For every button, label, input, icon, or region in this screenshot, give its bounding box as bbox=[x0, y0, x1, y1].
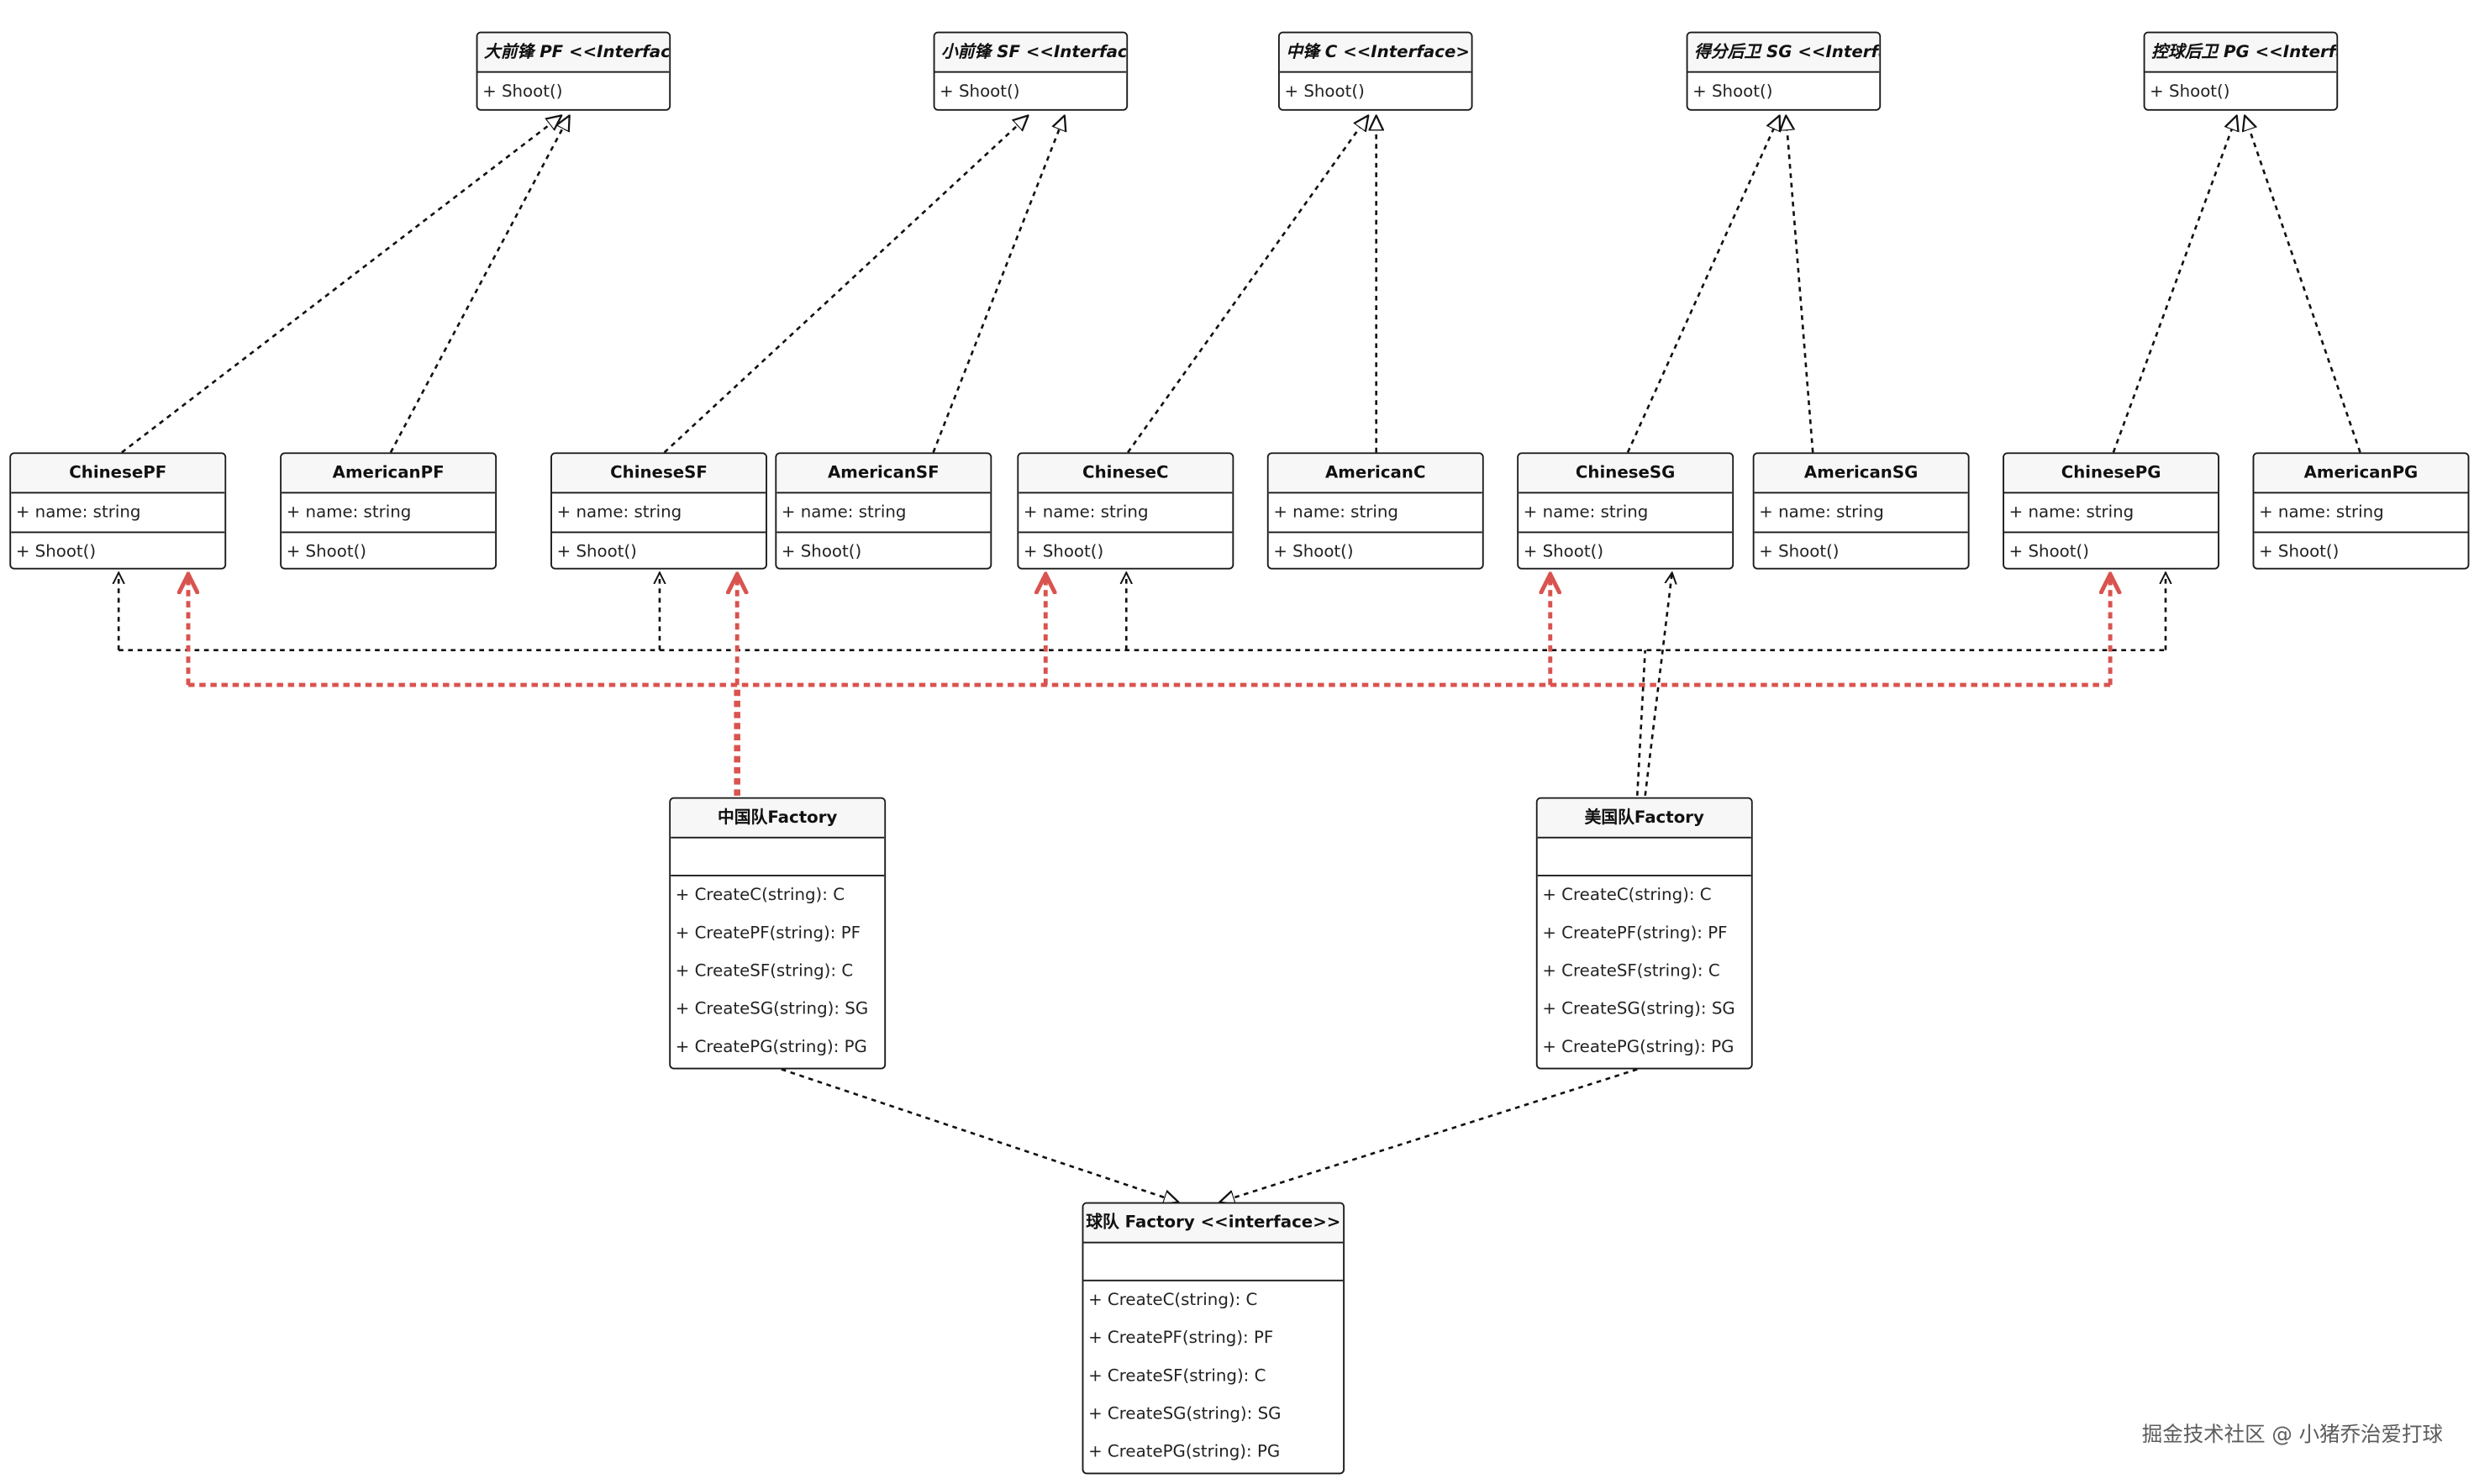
class-chinesepf[interactable]: ChinesePF + name: string + Shoot() bbox=[9, 452, 227, 570]
class-name: AmericanPF bbox=[282, 454, 496, 494]
class-name: 控球后卫 PG <<Interface>> bbox=[2145, 33, 2337, 73]
interface-sg[interactable]: 得分后卫 SG <<Interface>> + Shoot() bbox=[1686, 31, 1882, 111]
class-name: 小前锋 SF <<Interface>> bbox=[934, 33, 1127, 73]
realization-china-factory bbox=[781, 1068, 1178, 1202]
method: + CreateC(string): C bbox=[675, 886, 845, 905]
class-name: ChineseSG bbox=[1519, 454, 1733, 494]
class-americanc[interactable]: AmericanC + name: string + Shoot() bbox=[1266, 452, 1484, 570]
method: + Shoot() bbox=[940, 82, 1020, 102]
attributes-empty bbox=[1083, 1244, 1344, 1281]
method: + CreateSF(string): C bbox=[1542, 961, 1720, 981]
realization-chinesepf bbox=[121, 115, 561, 454]
realization-chinesesf bbox=[663, 115, 1029, 454]
method: + Shoot() bbox=[15, 542, 97, 562]
watermark: 掘金技术社区 @ 小猪乔治爱打球 bbox=[2141, 1423, 2443, 1448]
method: + CreateC(string): C bbox=[1542, 886, 1712, 905]
class-name: 中锋 C <<Interface>> bbox=[1279, 33, 1471, 73]
method: + Shoot() bbox=[1023, 542, 1104, 562]
class-name: 美国队Factory bbox=[1537, 798, 1751, 839]
attribute: + name: string bbox=[1759, 503, 1884, 523]
class-name: ChinesePF bbox=[11, 454, 225, 494]
attributes-empty bbox=[671, 839, 885, 876]
interface-pg[interactable]: 控球后卫 PG <<Interface>> + Shoot() bbox=[2143, 31, 2339, 111]
class-name: AmericanC bbox=[1268, 454, 1482, 494]
class-chinesesf[interactable]: ChineseSF + name: string + Shoot() bbox=[550, 452, 767, 570]
class-name: 大前锋 PF <<Interface>> bbox=[477, 33, 670, 73]
method: + Shoot() bbox=[1692, 82, 1773, 102]
realization-americanpf bbox=[389, 115, 570, 453]
method: + Shoot() bbox=[1284, 82, 1365, 102]
class-name: 得分后卫 SG <<Interface>> bbox=[1687, 33, 1880, 73]
attribute: + name: string bbox=[2008, 503, 2134, 523]
class-name: 球队 Factory <<interface>> bbox=[1083, 1203, 1344, 1244]
method: + Shoot() bbox=[1273, 542, 1354, 562]
method: + CreatePG(string): PG bbox=[1088, 1442, 1281, 1462]
method: + Shoot() bbox=[1523, 542, 1604, 562]
realization-usa-factory bbox=[1219, 1068, 1638, 1202]
attribute: + name: string bbox=[556, 503, 682, 523]
class-chinesec[interactable]: ChineseC + name: string + Shoot() bbox=[1017, 452, 1234, 570]
dependency-usa-to-bus bbox=[1635, 650, 1647, 796]
method: + CreateSF(string): C bbox=[675, 961, 854, 981]
method: + CreateC(string): C bbox=[1088, 1291, 1258, 1310]
method: + CreatePG(string): PG bbox=[1542, 1037, 1734, 1057]
class-name: ChineseSF bbox=[551, 454, 766, 494]
dependency-chinesesg bbox=[1644, 572, 1672, 797]
attributes-empty bbox=[1537, 839, 1751, 876]
attribute: + name: string bbox=[286, 503, 412, 523]
class-americansf[interactable]: AmericanSF + name: string + Shoot() bbox=[775, 452, 992, 570]
method: + CreatePF(string): PF bbox=[1088, 1329, 1274, 1348]
attribute: + name: string bbox=[15, 503, 141, 523]
realization-americanpg bbox=[2245, 115, 2361, 453]
attribute: + name: string bbox=[1273, 503, 1398, 523]
class-name: ChineseC bbox=[1019, 454, 1233, 494]
method: + Shoot() bbox=[2008, 542, 2089, 562]
attribute: + name: string bbox=[1523, 503, 1649, 523]
method: + CreatePF(string): PF bbox=[675, 924, 861, 943]
class-name: AmericanSF bbox=[776, 454, 991, 494]
class-americanpf[interactable]: AmericanPF + name: string + Shoot() bbox=[280, 452, 497, 570]
attribute: + name: string bbox=[1023, 503, 1149, 523]
class-name: 中国队Factory bbox=[671, 798, 885, 839]
method: + CreateSG(string): SG bbox=[1542, 999, 1735, 1019]
realization-americansg bbox=[1786, 115, 1814, 453]
interface-c[interactable]: 中锋 C <<Interface>> + Shoot() bbox=[1277, 31, 1473, 111]
method: + Shoot() bbox=[286, 542, 367, 562]
method: + CreateSG(string): SG bbox=[675, 999, 869, 1019]
realization-americansf bbox=[932, 115, 1065, 453]
method: + Shoot() bbox=[482, 82, 563, 102]
method: + Shoot() bbox=[2150, 82, 2230, 102]
realization-chinesesg bbox=[1626, 115, 1780, 453]
class-name: ChinesePG bbox=[2004, 454, 2219, 494]
method: + Shoot() bbox=[2259, 542, 2340, 562]
class-americanpg[interactable]: AmericanPG + name: string + Shoot() bbox=[2252, 452, 2470, 570]
class-china-factory[interactable]: 中国队Factory + CreateC(string): C + Create… bbox=[669, 797, 887, 1070]
realization-chinesec bbox=[1127, 115, 1368, 454]
method: + Shoot() bbox=[1759, 542, 1840, 562]
method: + Shoot() bbox=[781, 542, 862, 562]
realization-chinesepg bbox=[2112, 115, 2237, 453]
attribute: + name: string bbox=[781, 503, 907, 523]
class-name: AmericanPG bbox=[2254, 454, 2468, 494]
class-usa-factory[interactable]: 美国队Factory + CreateC(string): C + Create… bbox=[1535, 797, 1753, 1070]
method: + CreatePG(string): PG bbox=[675, 1037, 867, 1057]
attribute: + name: string bbox=[2259, 503, 2384, 523]
class-chinesepg[interactable]: ChinesePG + name: string + Shoot() bbox=[2003, 452, 2220, 570]
method: + CreatePF(string): PF bbox=[1542, 924, 1728, 943]
method: + CreateSG(string): SG bbox=[1088, 1404, 1282, 1424]
class-name: AmericanSG bbox=[1754, 454, 1968, 494]
class-chinesesg[interactable]: ChineseSG + name: string + Shoot() bbox=[1517, 452, 1734, 570]
interface-pf[interactable]: 大前锋 PF <<Interface>> + Shoot() bbox=[476, 31, 671, 111]
interface-team-factory[interactable]: 球队 Factory <<interface>> + CreateC(strin… bbox=[1082, 1202, 1345, 1475]
method: + CreateSF(string): C bbox=[1088, 1366, 1266, 1386]
class-americansg[interactable]: AmericanSG + name: string + Shoot() bbox=[1752, 452, 1970, 570]
method: + Shoot() bbox=[556, 542, 637, 562]
interface-sf[interactable]: 小前锋 SF <<Interface>> + Shoot() bbox=[933, 31, 1129, 111]
